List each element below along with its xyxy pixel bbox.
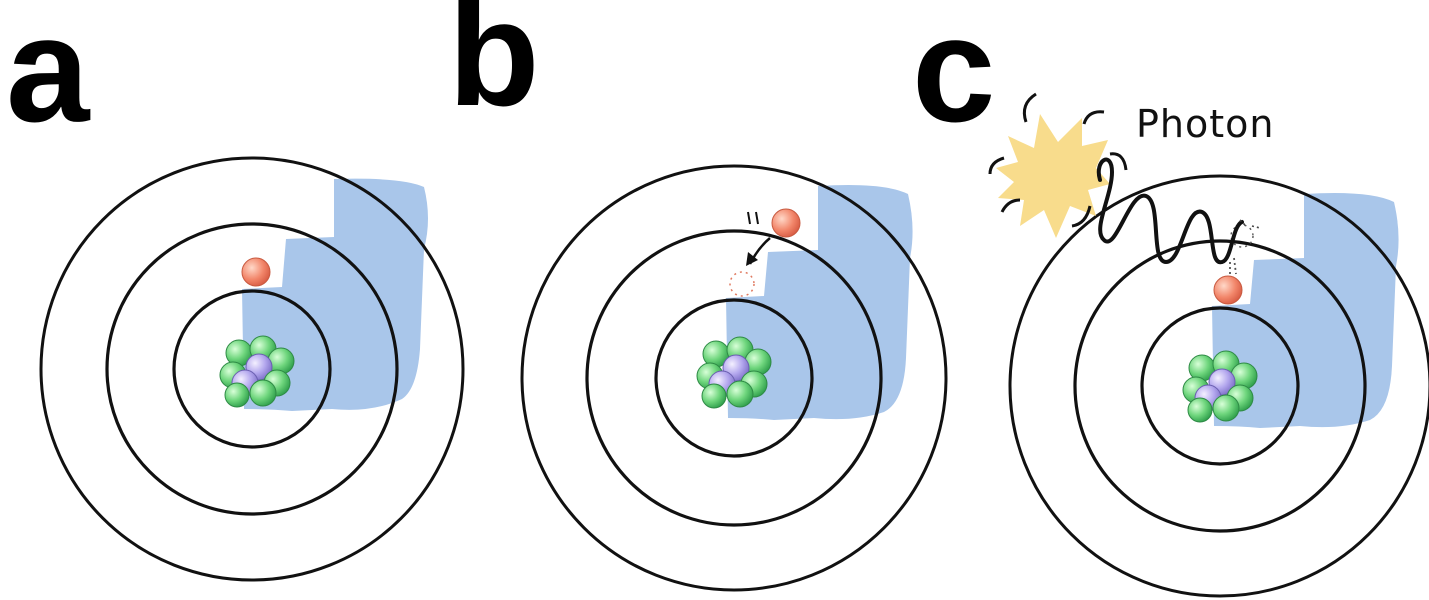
orbit-outer-c bbox=[1008, 174, 1429, 598]
panel-label-a: a bbox=[6, 0, 89, 153]
panel-b bbox=[520, 164, 948, 592]
shaded-region-c bbox=[1212, 193, 1399, 428]
orbit-inner-c bbox=[1140, 306, 1300, 466]
photon-wave-end bbox=[1239, 219, 1261, 229]
orbit-middle-b bbox=[585, 229, 883, 527]
orbit-inner-a bbox=[172, 289, 332, 449]
photon-label: Photon bbox=[1136, 102, 1275, 146]
orbit-middle-a bbox=[105, 222, 399, 516]
motion-marks-b bbox=[747, 211, 759, 225]
electron-c bbox=[1213, 275, 1243, 305]
panel-label-c: c bbox=[912, 0, 995, 153]
electron-previous-position-c bbox=[1230, 224, 1254, 248]
orbit-inner-b bbox=[654, 298, 814, 458]
jump-arrowhead-b bbox=[746, 252, 758, 266]
photon-wave bbox=[1096, 157, 1244, 264]
electron-b bbox=[771, 208, 801, 238]
panel-a bbox=[39, 156, 465, 582]
shaded-region-b bbox=[726, 185, 913, 420]
electron-previous-position-b bbox=[729, 271, 755, 297]
electron-a bbox=[241, 257, 271, 287]
photon-burst bbox=[988, 92, 1128, 238]
orbit-outer-a bbox=[39, 156, 465, 582]
orbit-outer-b bbox=[520, 164, 948, 592]
orbit-middle-c bbox=[1073, 239, 1367, 533]
fall-trail-c bbox=[1229, 257, 1237, 276]
panel-c bbox=[1008, 174, 1429, 598]
panel-label-b: b bbox=[448, 0, 540, 137]
